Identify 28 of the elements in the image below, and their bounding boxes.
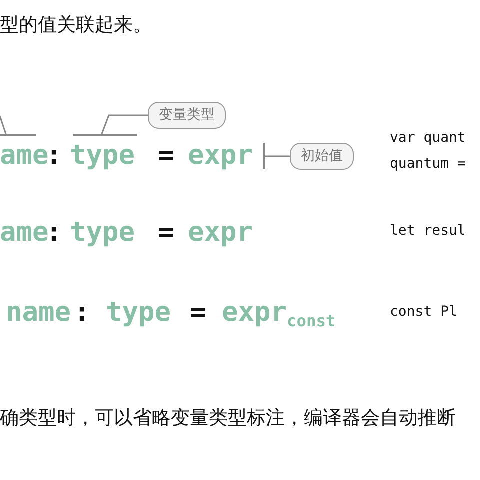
code-text: :	[46, 219, 62, 246]
code-snippet: let resul	[390, 224, 466, 238]
code-text: =	[190, 299, 206, 326]
code-text: type	[70, 142, 136, 169]
code-text: name	[6, 299, 72, 326]
code-snippet: const Pl	[390, 305, 458, 319]
callout-bubble: 初始值	[290, 143, 354, 170]
paragraph-text: 确类型时，可以省略变量类型标注，编译器会自动推断	[0, 409, 456, 428]
code-text: ame	[0, 142, 49, 169]
code-text: expr	[188, 219, 254, 246]
code-text: =	[158, 219, 174, 246]
code-snippet: quantum =	[390, 157, 466, 171]
code-text: =	[158, 142, 174, 169]
code-text: :	[46, 142, 62, 169]
callout-bubble: 变量类型	[148, 102, 226, 129]
leader-line	[265, 156, 290, 158]
paragraph-text: 型的值关联起来。	[0, 16, 152, 35]
code-text: type	[106, 299, 172, 326]
leader-line	[101, 114, 148, 134]
code-text: type	[70, 219, 136, 246]
code-text: ame	[0, 219, 49, 246]
leader-line	[0, 116, 7, 134]
code-text: expr$_{const}$	[222, 299, 336, 330]
code-snippet: var quant	[390, 131, 466, 145]
underline-bar	[73, 134, 137, 136]
code-text: :	[74, 299, 90, 326]
code-text: expr	[188, 142, 254, 169]
underline-bar	[0, 134, 36, 136]
